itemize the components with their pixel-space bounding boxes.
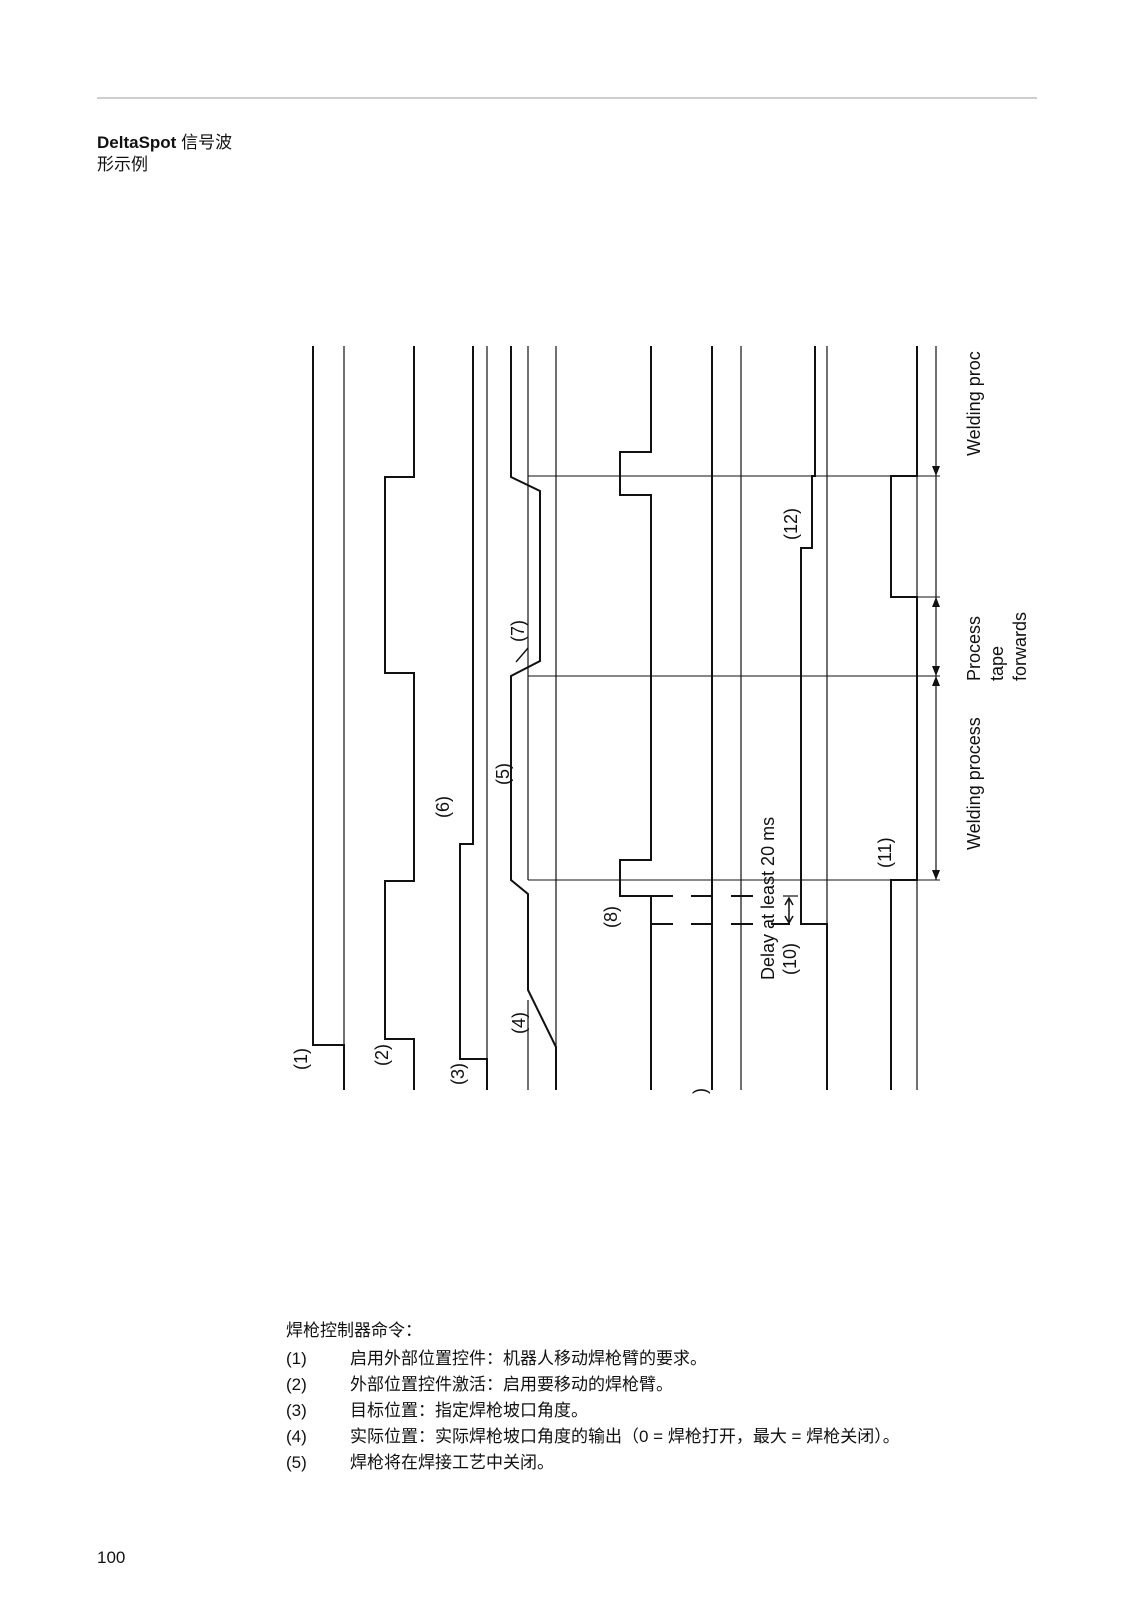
signal-9-label: ) bbox=[690, 1088, 710, 1094]
legend-item-text: 启用外部位置控件：机器人移动焊枪臂的要求。 bbox=[350, 1349, 707, 1368]
signal-11-label: (11) bbox=[875, 837, 895, 868]
header-title-bold: DeltaSpot bbox=[97, 133, 177, 152]
legend-item-text: 外部位置控件激活：启用要移动的焊枪臂。 bbox=[350, 1375, 673, 1394]
signal-1-label: (1) bbox=[291, 1048, 311, 1070]
legend-item: (3) 目标位置：指定焊枪坡口角度。 bbox=[286, 1398, 900, 1424]
delay-arrowhead-bottom bbox=[784, 915, 794, 925]
dim-arrow-4 bbox=[932, 676, 940, 686]
legend: 焊枪控制器命令： (1) 启用外部位置控件：机器人移动焊枪臂的要求。 (2) 外… bbox=[286, 1318, 900, 1476]
legend-item-number: (4) bbox=[286, 1427, 307, 1446]
signal-6-label: (6) bbox=[433, 796, 453, 818]
signal-3-waveform bbox=[459, 346, 488, 1090]
header-rule bbox=[97, 97, 1037, 99]
header-title-rest: 信号波 bbox=[181, 133, 233, 152]
dim-arrow-3 bbox=[932, 666, 940, 676]
signal-4-label: (4) bbox=[509, 1012, 529, 1034]
legend-item-text: 目标位置：指定焊枪坡口角度。 bbox=[350, 1401, 588, 1420]
phase-welding-process: Welding process bbox=[964, 717, 984, 850]
legend-item: (5) 焊枪将在焊接工艺中关闭。 bbox=[286, 1450, 900, 1476]
delay-arrowhead-top bbox=[784, 896, 794, 906]
signal-2-label: (2) bbox=[372, 1044, 392, 1066]
phase-process-tape-line3: forwards bbox=[1010, 612, 1030, 681]
legend-item: (2) 外部位置控件激活：启用要移动的焊枪臂。 bbox=[286, 1372, 900, 1398]
signal-12-label: (12) bbox=[781, 508, 801, 540]
signal-5-label: (5) bbox=[493, 763, 513, 785]
dimension-arrowheads bbox=[932, 466, 940, 880]
legend-item-text: 实际位置：实际焊枪坡口角度的输出（0 = 焊枪打开，最大 = 焊枪关闭）。 bbox=[350, 1427, 900, 1446]
signal-2-waveform bbox=[384, 346, 415, 1090]
signal-8-label: (8) bbox=[601, 906, 621, 928]
signal-4-waveform bbox=[510, 346, 557, 1090]
delay-label: Delay at least 20 ms bbox=[758, 817, 778, 980]
dim-arrow-2 bbox=[932, 597, 940, 607]
legend-item-number: (1) bbox=[286, 1349, 307, 1368]
legend-item-number: (3) bbox=[286, 1401, 307, 1420]
signal-10-label: (10) bbox=[780, 943, 800, 975]
page-number: 100 bbox=[97, 1548, 126, 1567]
phase-process-tape-line2: tape bbox=[987, 646, 1007, 681]
legend-item-text: 焊枪将在焊接工艺中关闭。 bbox=[350, 1453, 554, 1472]
legend-intro: 焊枪控制器命令： bbox=[286, 1321, 422, 1340]
legend-item: (1) 启用外部位置控件：机器人移动焊枪臂的要求。 bbox=[286, 1346, 900, 1372]
signal-7-label: (7) bbox=[508, 620, 528, 642]
signal-3-label: (3) bbox=[448, 1063, 468, 1085]
signal-11-waveform bbox=[890, 346, 918, 1090]
signal-12-waveform bbox=[800, 346, 828, 1090]
header-title-line1: DeltaSpot 信号波 bbox=[97, 132, 232, 154]
signal-8-waveform bbox=[619, 346, 652, 1090]
legend-item-number: (5) bbox=[286, 1453, 307, 1472]
dim-arrow-1 bbox=[932, 466, 940, 476]
legend-item-number: (2) bbox=[286, 1375, 307, 1394]
phase-process-tape-line1: Process bbox=[964, 616, 984, 681]
legend-item: (4) 实际位置：实际焊枪坡口角度的输出（0 = 焊枪打开，最大 = 焊枪关闭）… bbox=[286, 1424, 900, 1450]
page-header: DeltaSpot 信号波 形示例 bbox=[97, 132, 232, 176]
header-title-line2: 形示例 bbox=[97, 155, 148, 174]
phase-welding-proc-cut: Welding proc bbox=[964, 351, 984, 456]
signal-1-waveform bbox=[312, 346, 345, 1090]
signal-7-marker bbox=[515, 647, 529, 663]
dim-arrow-5 bbox=[932, 870, 940, 880]
